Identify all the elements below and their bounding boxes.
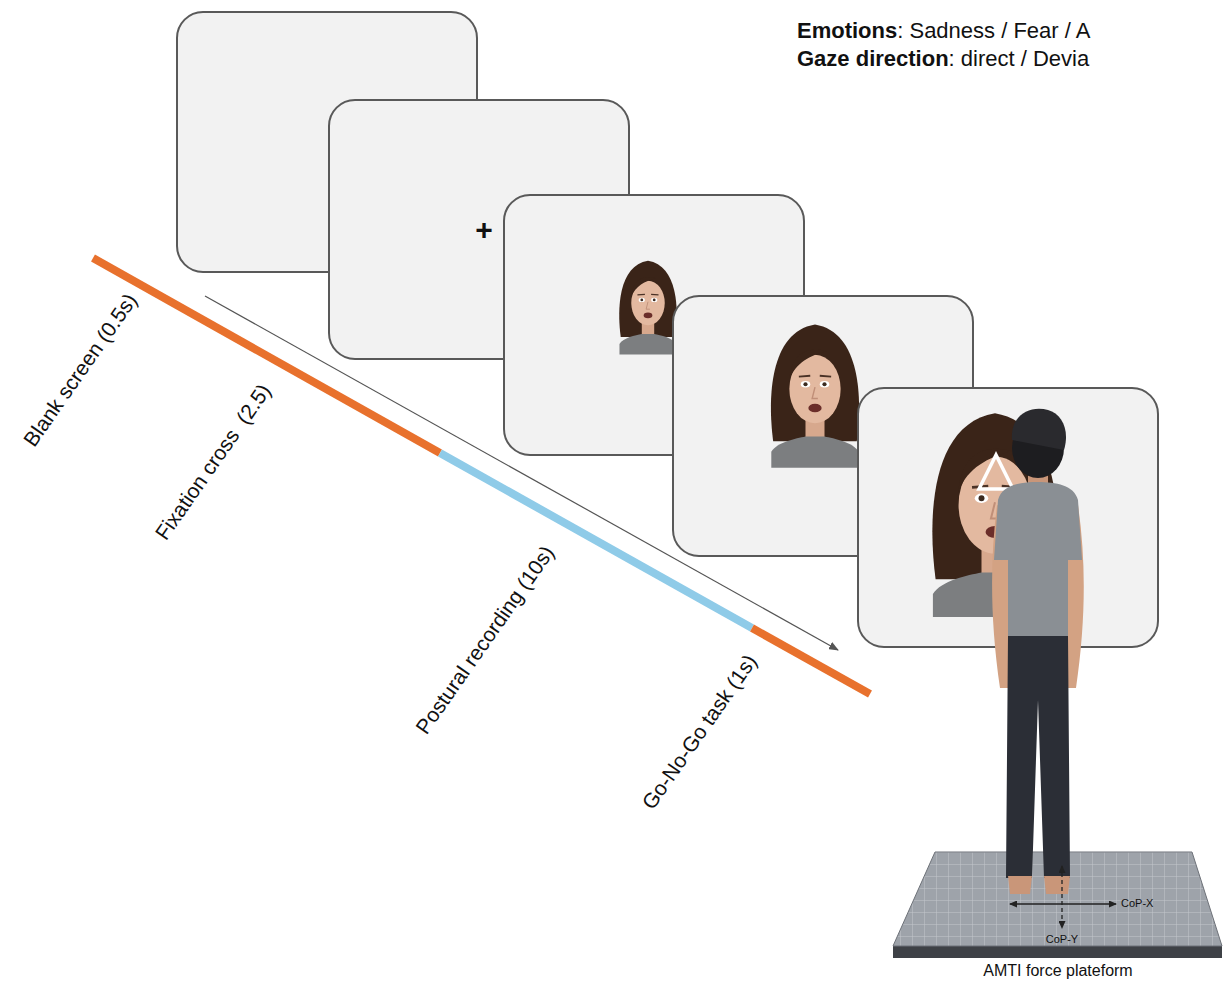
axis-label: CoP-X	[1121, 897, 1153, 910]
timeline-orange	[93, 258, 440, 453]
timeline-orange	[752, 628, 870, 694]
fixation-screen: +	[329, 100, 629, 359]
go-nogo-triangle	[979, 455, 1013, 489]
participant	[992, 409, 1084, 894]
factor-name: Emotions	[797, 18, 897, 43]
face-screen	[858, 388, 1158, 647]
factor-levels: : Sadness / Fear / A	[897, 18, 1090, 43]
fixation-cross: +	[475, 215, 493, 245]
face-small	[619, 261, 677, 355]
timeline-blue	[440, 453, 752, 628]
platform-side	[893, 946, 1222, 958]
factor-levels: : direct / Devia	[949, 46, 1090, 71]
factor-name: Gaze direction	[797, 46, 949, 71]
phase-label: Go-No-Go task (1s)	[638, 650, 763, 814]
axis-label: CoP-Y	[1046, 933, 1078, 946]
cop-y-axis	[1061, 866, 1062, 928]
face-medium	[771, 324, 859, 467]
device-label: AMTI force plateform	[983, 962, 1132, 980]
cop-x-axis	[1010, 903, 1116, 905]
phase-label: Fixation cross (2.5)	[150, 380, 276, 545]
phase-label: Blank screen (0.5s)	[18, 289, 142, 451]
phase-label: Postural recording (10s)	[411, 541, 559, 738]
